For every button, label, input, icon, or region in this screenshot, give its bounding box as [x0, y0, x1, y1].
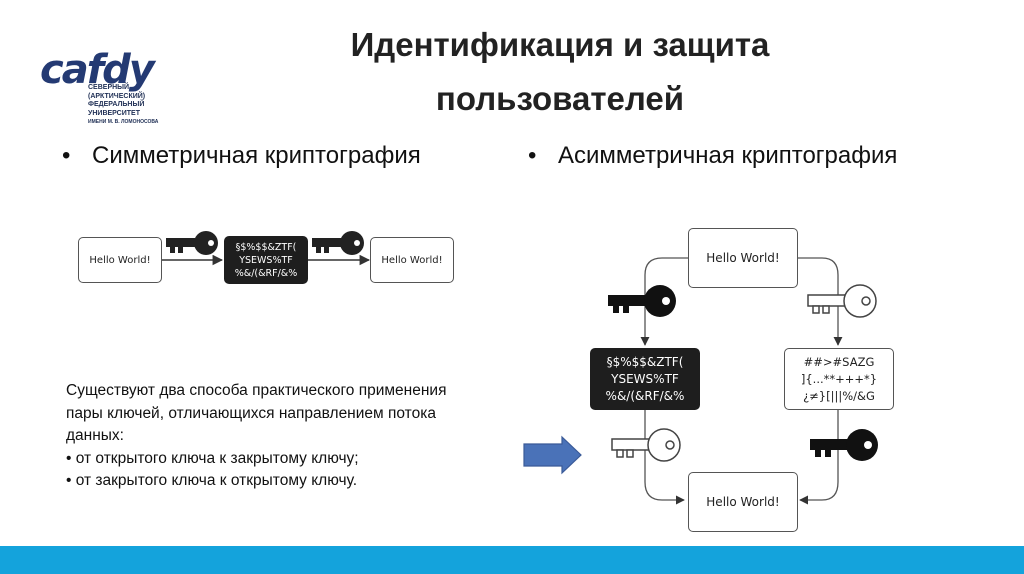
logo-wordmark: cafdy: [40, 47, 155, 93]
asym-bottom-plaintext-box: Hello World!: [688, 472, 798, 532]
asym-left-ciphertext-box: §$%$$&ZTF( YSEWS%TF %&/(&RF/&%: [590, 348, 700, 410]
title-line-1: Идентификация и защита: [350, 26, 770, 63]
slide-title: Идентификация и защита пользователей: [250, 18, 870, 126]
logo-line: (АРКТИЧЕСКИЙ): [88, 92, 146, 100]
asym-arrow-bottom-right: [799, 410, 839, 505]
cipher-line: §$%$$&ZTF(: [606, 354, 684, 369]
bullet-symmetric: • Симметричная криптография: [62, 142, 421, 170]
cipher-line: YSEWS%TF: [611, 371, 679, 386]
footer-bar: [0, 546, 1024, 574]
bullet-asymmetric-label: Асимметричная криптография: [558, 142, 898, 169]
logo-caption: СЕВЕРНЫЙ (АРКТИЧЕСКИЙ) ФЕДЕРАЛЬНЫЙ УНИВЕ…: [88, 84, 158, 127]
sym-plaintext-right: Hello World!: [381, 254, 443, 266]
description-line: • от открытого ключа к закрытому ключу;: [66, 449, 359, 467]
cipher-line: ##>#SAZG: [803, 354, 875, 369]
sym-decrypted-box: Hello World!: [370, 237, 454, 283]
asym-top-plaintext-box: Hello World!: [688, 228, 798, 288]
logo-line: СЕВЕРНЫЙ: [88, 84, 130, 91]
public-key-icon: [807, 284, 877, 318]
cipher-line: ¿≠}[|||%/&G: [803, 388, 875, 403]
public-key-icon: [611, 428, 681, 462]
asym-right-ciphertext-box: ##>#SAZG ]{...**+++*} ¿≠}[|||%/&G: [784, 348, 894, 410]
logo-line: ФЕДЕРАЛЬНЫЙ: [88, 101, 145, 108]
bullet-dot: •: [528, 142, 537, 169]
cipher-line: YSEWS%TF: [239, 254, 293, 266]
cipher-line: §$%$$&ZTF(: [235, 241, 297, 253]
private-key-icon: [810, 429, 878, 461]
logo-line: УНИВЕРСИТЕТ: [88, 109, 140, 117]
description-line: • от закрытого ключа к открытому ключу.: [66, 472, 358, 489]
right-arrow-icon: [523, 435, 582, 475]
bullet-dot: •: [62, 142, 71, 169]
private-key-icon: [608, 285, 676, 317]
sym-plaintext-left: Hello World!: [89, 254, 151, 266]
sym-plaintext-box: Hello World!: [78, 237, 162, 283]
description-line: данных:: [66, 427, 124, 444]
sym-ciphertext-box: §$%$$&ZTF( YSEWS%TF %&/(&RF/&%: [224, 236, 308, 284]
title-line-2: пользователей: [435, 80, 685, 117]
asym-top-plaintext: Hello World!: [706, 251, 780, 265]
university-logo: cafdy СЕВЕРНЫЙ (АРКТИЧЕСКИЙ) ФЕДЕРАЛЬНЫЙ…: [30, 20, 158, 145]
bullet-asymmetric: • Асимметричная криптография: [528, 142, 897, 170]
logo-line: имени М. В. Ломоносова: [88, 119, 159, 125]
key-icon: [312, 231, 364, 255]
description-line: пары ключей, отличающихся направлением п…: [66, 404, 436, 422]
cipher-line: %&/(&RF/&%: [234, 267, 298, 279]
asym-bottom-plaintext: Hello World!: [706, 495, 780, 509]
description-text: Существуют два способа практического при…: [66, 380, 506, 493]
cipher-line: ]{...**+++*}: [800, 371, 878, 386]
cipher-line: %&/(&RF/&%: [605, 388, 685, 403]
description-line: Существуют два способа практического при…: [66, 382, 447, 399]
bullet-symmetric-label: Симметричная криптография: [92, 142, 421, 169]
asym-arrow-top-left: [640, 257, 688, 346]
key-icon: [166, 231, 218, 255]
asym-arrow-top-right: [798, 257, 843, 346]
asym-arrow-bottom-left: [644, 410, 685, 505]
